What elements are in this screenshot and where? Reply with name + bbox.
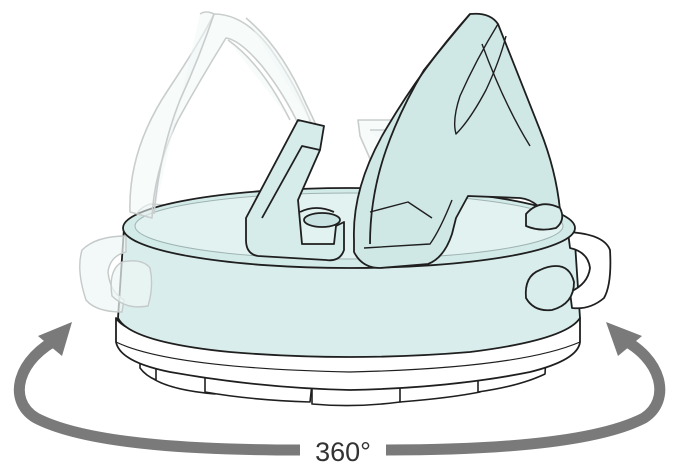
rear-arm [353, 12, 561, 269]
base-lower-ring-line [115, 341, 581, 373]
rotation-label: 360° [315, 437, 371, 467]
label-backdrop [300, 432, 386, 466]
rotate-arrow-left-icon [38, 322, 72, 356]
mount-clip [245, 12, 564, 269]
top-disk-inner [134, 192, 564, 260]
rotate-arrow-right-icon [606, 322, 642, 356]
rotation-arrow-left-arc [14, 333, 301, 456]
rotation-arrow [14, 322, 666, 456]
rotation-arrow-right-arc [385, 333, 666, 456]
clip-post [303, 212, 341, 228]
right-side-clip [524, 231, 612, 312]
front-clip [245, 119, 345, 262]
